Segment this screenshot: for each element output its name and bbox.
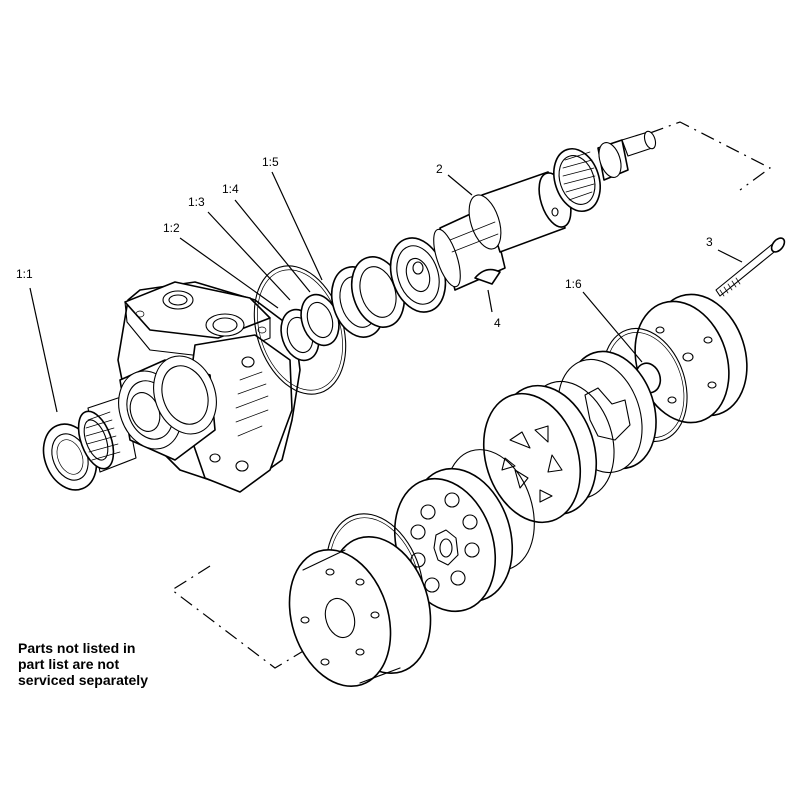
- service-note: Parts not listed in part list are not se…: [18, 640, 198, 688]
- callout-1-5: 1:5: [262, 155, 279, 169]
- part-4-woodruff-key: [474, 268, 501, 285]
- callout-1-2: 1:2: [163, 221, 180, 235]
- callout-4: 4: [494, 316, 501, 330]
- callout-leaders: [29, 171, 743, 413]
- centerline-top-right: [649, 121, 772, 191]
- part-3-bolt: [715, 237, 786, 297]
- end-cap: [634, 293, 748, 424]
- callout-labels: 1:1 1:2 1:3 1:4 1:5 2 3 4 1:6: [16, 155, 713, 330]
- front-end-plate: [288, 535, 432, 688]
- callout-1-6: 1:6: [565, 277, 582, 291]
- service-note-line-3: serviced separately: [18, 672, 148, 688]
- callout-1-4: 1:4: [222, 182, 239, 196]
- callout-1-1: 1:1: [16, 267, 33, 281]
- callout-1-3: 1:3: [188, 195, 205, 209]
- callout-3: 3: [706, 235, 713, 249]
- service-note-line-1: Parts not listed in: [18, 640, 136, 656]
- part-2-output-shaft: [433, 171, 572, 291]
- service-note-line-2: part list are not: [18, 656, 120, 672]
- geroler-rotor-set: [393, 449, 535, 613]
- main-housing: [117, 281, 301, 493]
- callout-2: 2: [436, 162, 443, 176]
- drive-gear: [553, 130, 657, 212]
